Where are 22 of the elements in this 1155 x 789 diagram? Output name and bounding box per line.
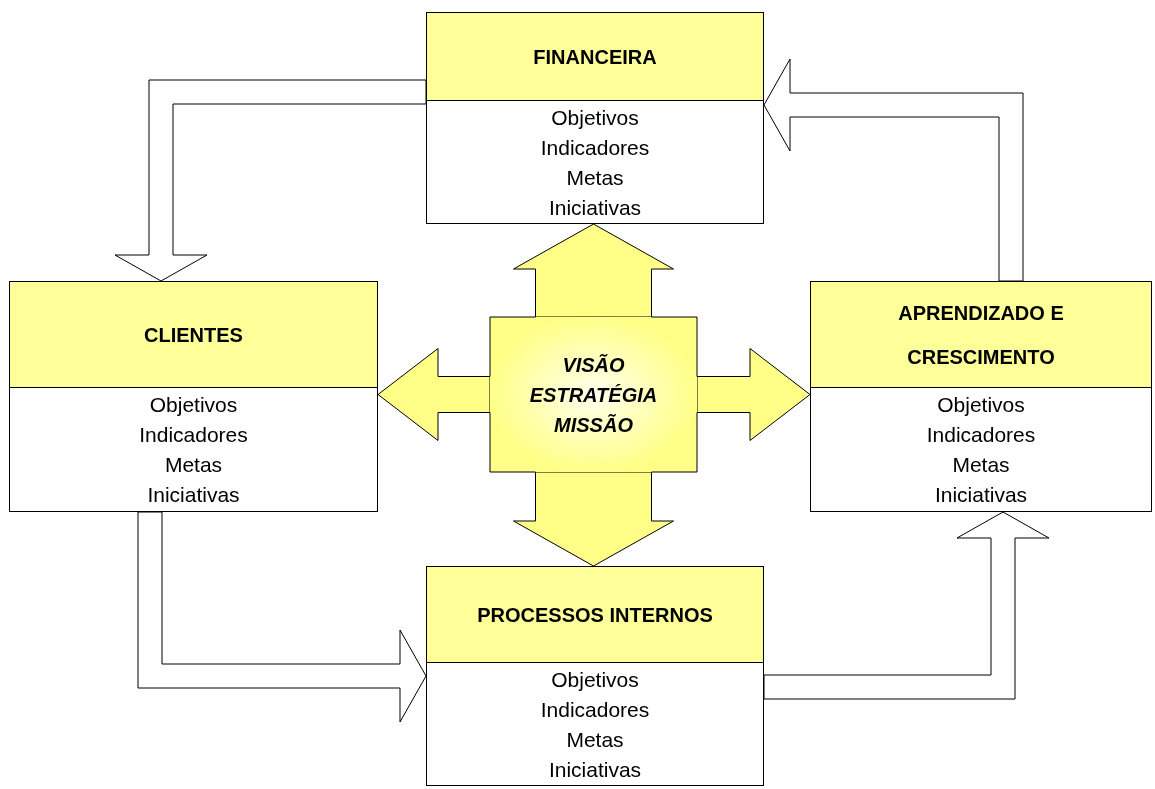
center-square [490,317,697,472]
block-arrow [696,348,811,441]
bent-block-arrow [763,58,1024,282]
item-list: Objetivos Indicadores Metas Iniciativas [128,390,259,510]
perspective-box [9,281,378,512]
item-list: Objetivos Indicadores Metas Iniciativas [530,665,660,785]
block-arrow [513,471,674,567]
perspective-title: PROCESSOS INTERNOS [477,602,713,628]
perspective-box [426,566,764,786]
perspective-title: APRENDIZADO E CRESCIMENTO [897,300,1065,370]
block-arrow [513,223,674,318]
item-list: Objetivos Indicadores Metas Iniciativas [530,103,660,223]
perspective-title: FINANCEIRA [533,44,657,70]
perspective-title: CLIENTES [144,322,243,348]
perspective-box [426,12,764,224]
block-arrow [377,348,491,441]
item-list: Objetivos Indicadores Metas Iniciativas [916,390,1046,510]
perspective-box [810,281,1152,512]
bent-block-arrow [114,79,427,282]
bent-block-arrow [137,511,427,723]
center-label: VISÃO ESTRATÉGIA MISSÃO [528,352,659,438]
bent-block-arrow [763,511,1050,700]
